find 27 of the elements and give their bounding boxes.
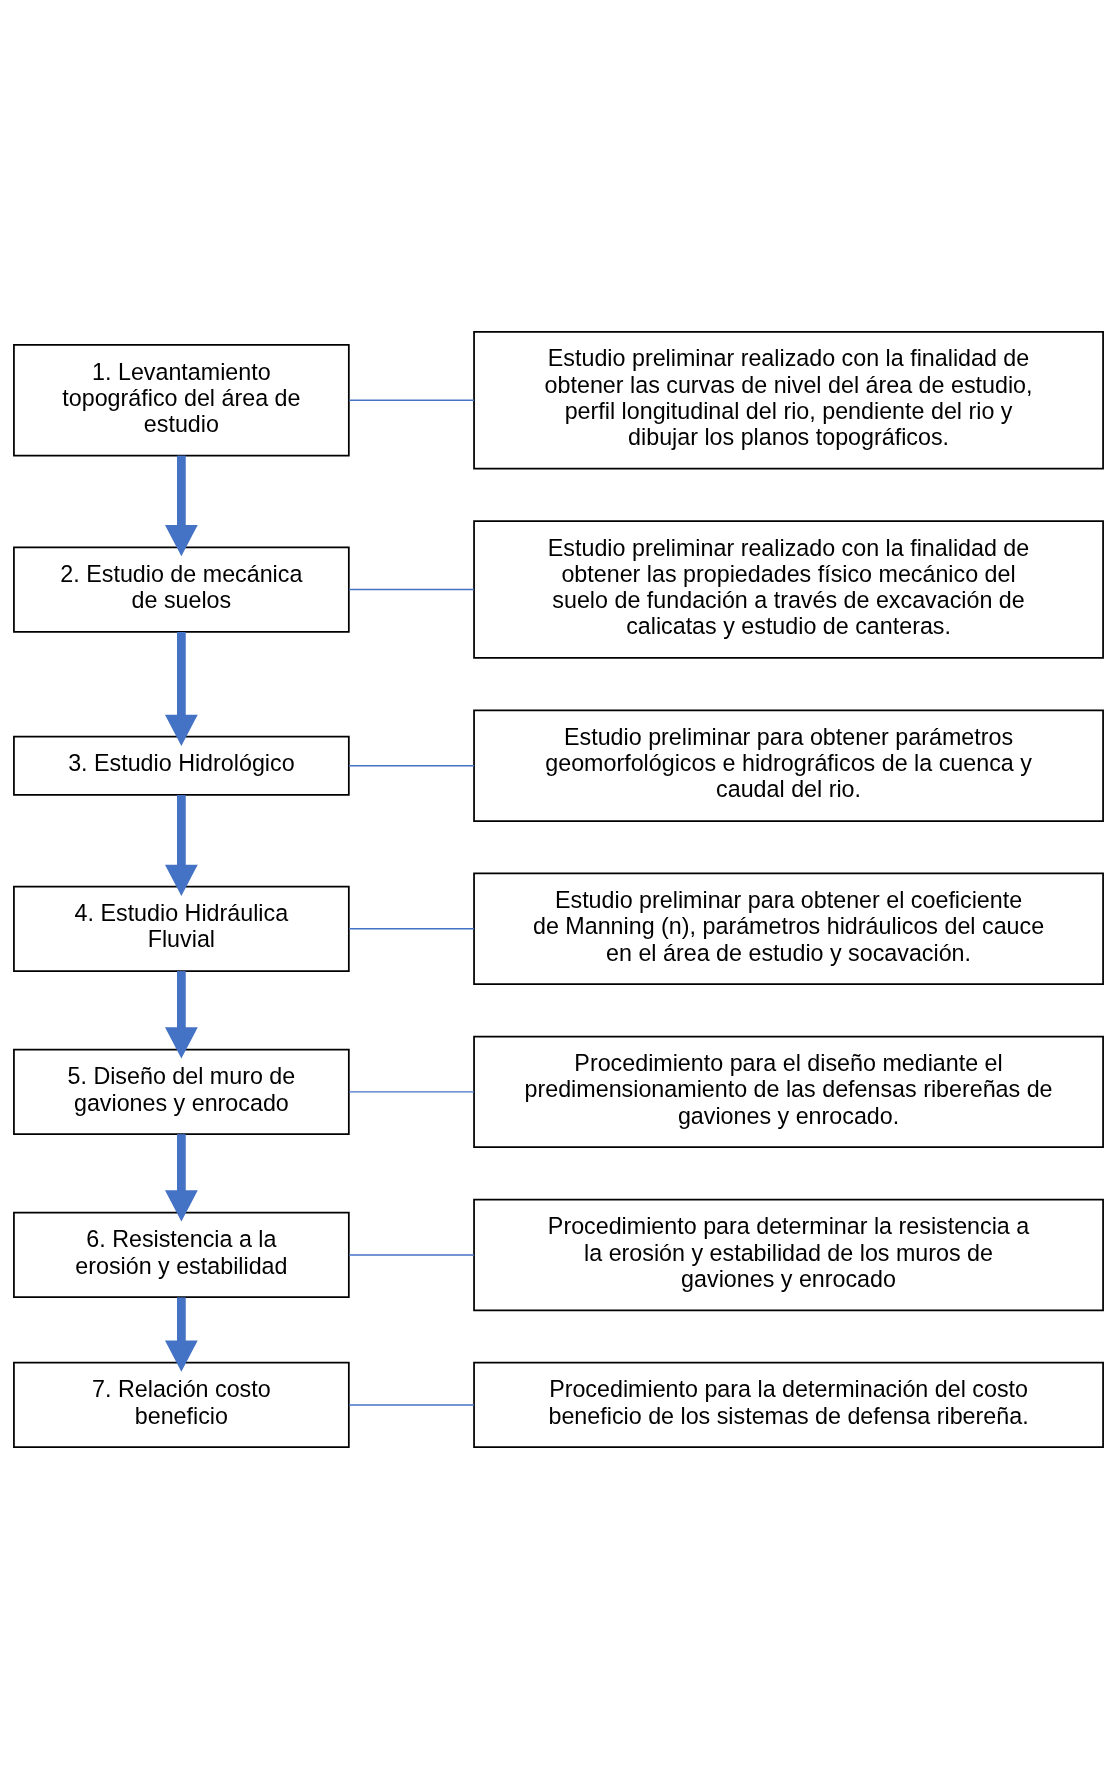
arrow: [164, 455, 198, 556]
connector: [348, 399, 475, 401]
node-box: Procedimiento para determinar la resistencia a la erosión y estabilidad de los muros de gaviones y enrocado: [473, 1198, 1104, 1311]
node-box: 2. Estudio de mecánica de suelos: [13, 545, 350, 633]
connector: [348, 927, 475, 930]
node-box: Estudio preliminar realizado con la finalidad de obtener las curvas de nivel del área de estudio, perfil longitudinal del rio, pendiente del rio y dibujar los planos topográficos.: [473, 330, 1104, 470]
arrow: [164, 1296, 198, 1372]
node-box: Estudio preliminar realizado con la finalidad de obtener las propiedades físico mecánico del suelo de fundación a través de excavación de calicatas y estudio de canteras.: [473, 519, 1104, 659]
node-box: Procedimiento para la determinación del costo beneficio de los sistemas de defensa ribereña.: [473, 1361, 1104, 1448]
connector: [348, 1253, 475, 1256]
node-box: 4. Estudio Hidráulica Fluvial: [13, 885, 350, 972]
arrow: [164, 970, 198, 1059]
connector: [348, 764, 475, 766]
node-box: 1. Levantamiento topográfico del área de estudio: [13, 343, 350, 456]
arrow: [164, 631, 198, 746]
arrow: [164, 794, 198, 896]
connector: [348, 588, 475, 590]
node-box: 7. Relación costo beneficio: [13, 1361, 350, 1448]
connector: [348, 1403, 475, 1406]
node-box: Estudio preliminar para obtener el coeficiente de Manning (n), parámetros hidráulicos del cauce en el área de estudio y socavación.: [473, 872, 1104, 985]
node-box: Procedimiento para el diseño mediante el predimensionamiento de las defensas ribereñas de gaviones y enrocado.: [473, 1035, 1104, 1148]
node-box: 5. Diseño del muro de gaviones y enrocado: [13, 1048, 350, 1135]
connector: [348, 1090, 475, 1093]
node-box: Estudio preliminar para obtener parámetros geomorfológicos e hidrográficos de la cuenca y caudal del rio.: [473, 709, 1104, 822]
node-box: 6. Resistencia a la erosión y estabilidad: [13, 1211, 350, 1298]
arrow: [164, 1133, 198, 1222]
node-box: 3. Estudio Hidrológico: [13, 735, 350, 796]
